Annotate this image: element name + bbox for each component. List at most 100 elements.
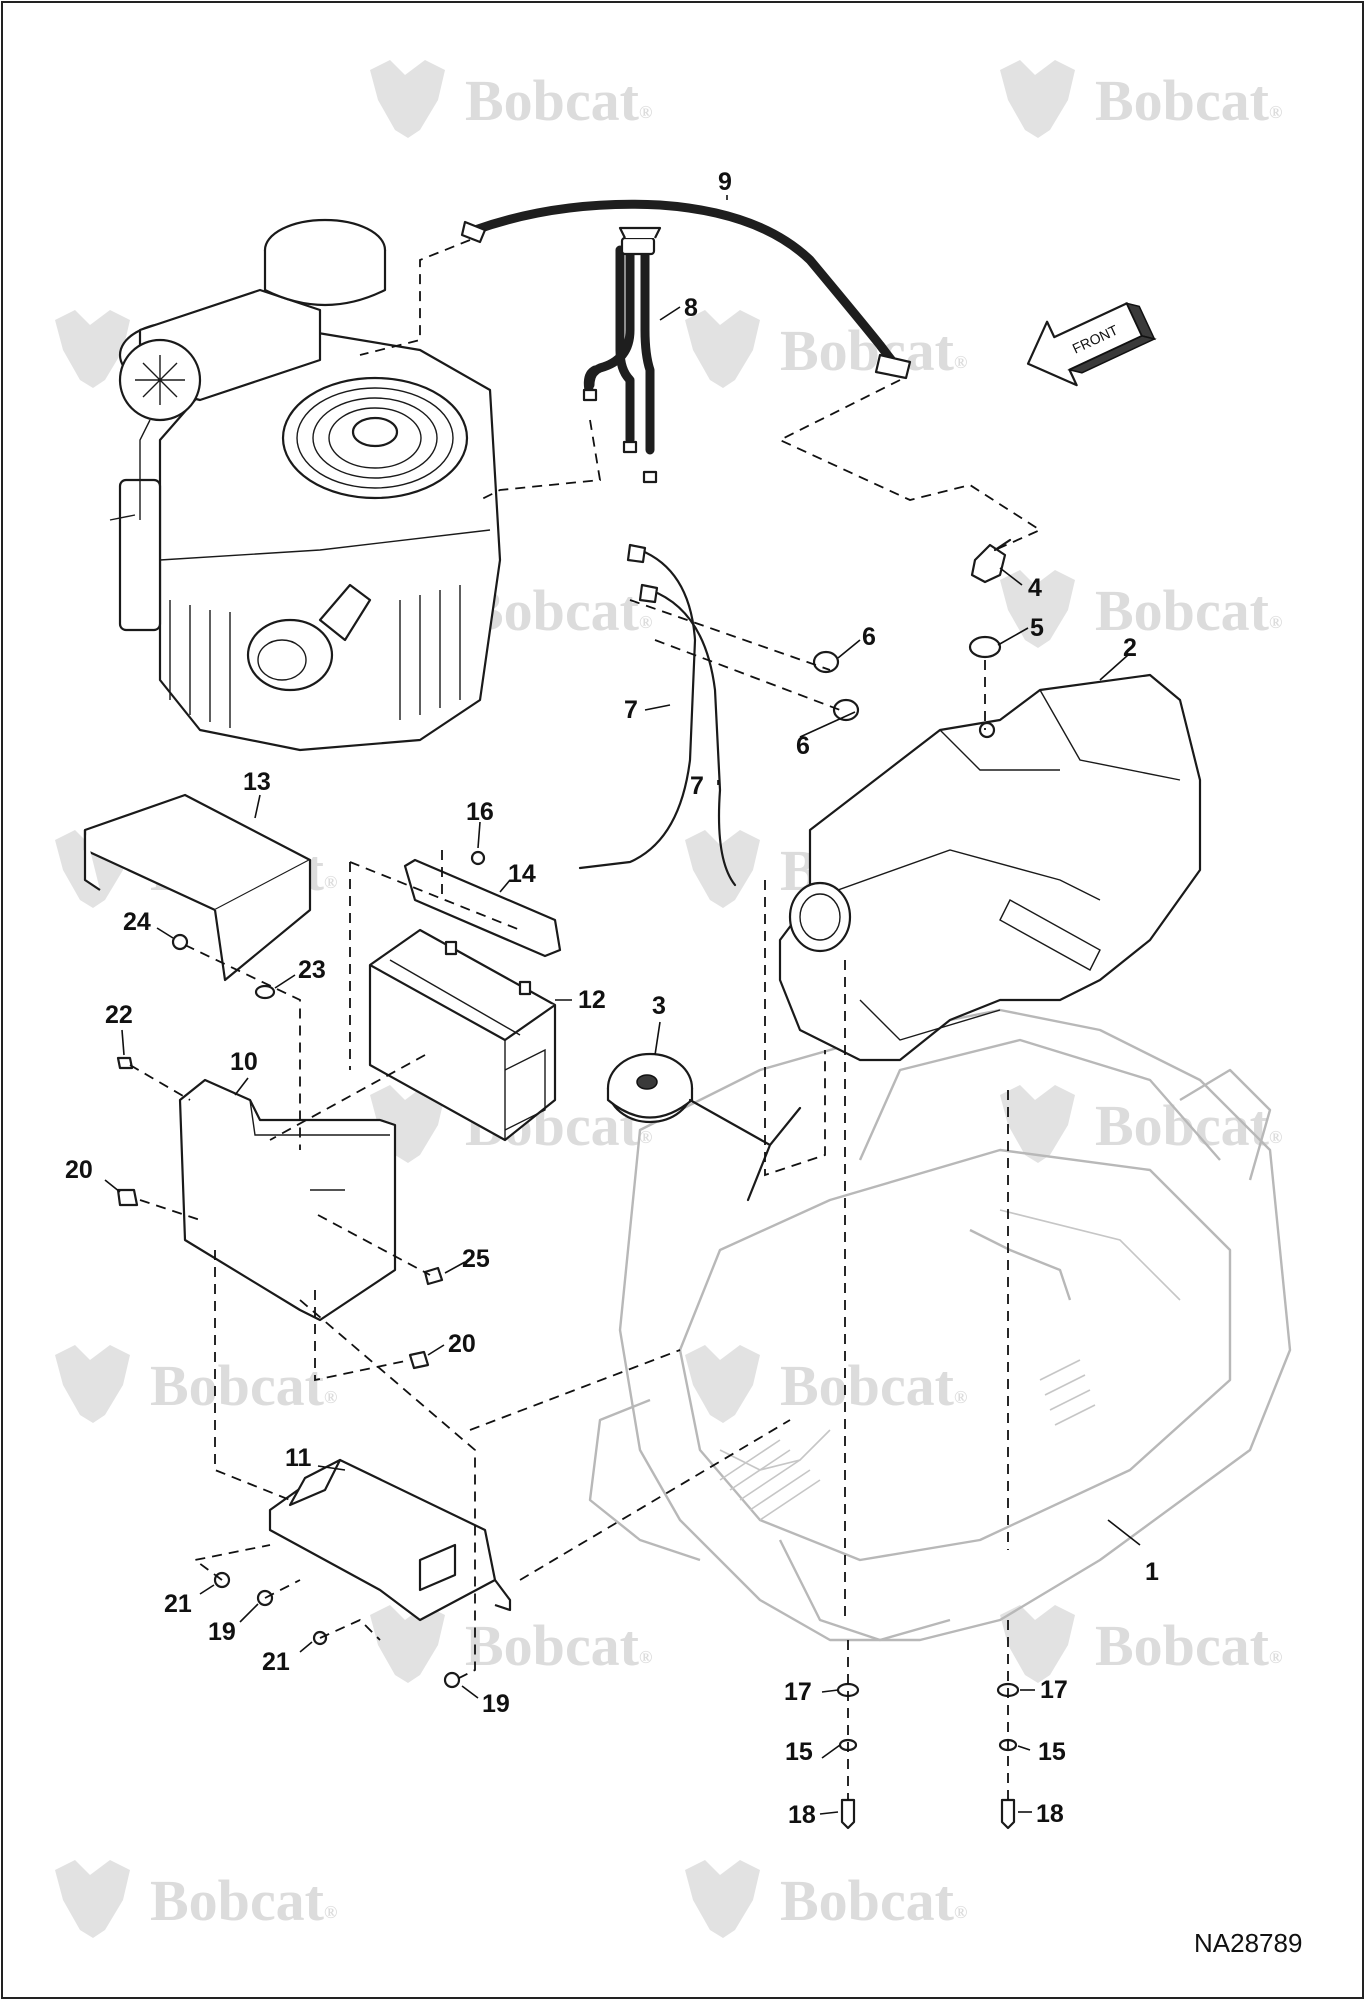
svg-text:Bobcat®: Bobcat® [150, 1353, 337, 1418]
svg-text:Bobcat®: Bobcat® [780, 1868, 967, 1933]
bolt-18-right [1000, 1798, 1016, 1830]
watermark-registered-mark: ® [1269, 1647, 1282, 1667]
callout-7a: 7 [624, 696, 638, 724]
bracket-14 [403, 858, 562, 958]
bolt-20-right [408, 1350, 430, 1370]
svg-text:Bobcat®: Bobcat® [1095, 578, 1282, 643]
nut-16 [470, 850, 486, 866]
grommet-6-lower [832, 698, 860, 722]
watermark-registered-mark: ® [324, 1902, 337, 1922]
hardware [116, 850, 1020, 1830]
frame-slots [719, 1359, 1096, 1521]
callout-labels: 1 2 3 4 5 6 6 7 7 8 9 10 11 12 13 14 15 … [65, 168, 1159, 1829]
watermark-registered-mark: ® [954, 1387, 967, 1407]
watermark-registered-mark: ® [1269, 1127, 1282, 1147]
callout-15a: 15 [785, 1738, 813, 1766]
leader-lines [104, 195, 1141, 1815]
document-id: NA28789 [1194, 1928, 1302, 1958]
front-direction-arrow: FRONT [1026, 302, 1157, 387]
watermark-logo: Bobcat® [685, 1860, 967, 1938]
battery [368, 928, 557, 1142]
fuel-line-7 [578, 543, 737, 887]
callout-23: 23 [298, 956, 326, 984]
callout-16: 16 [466, 798, 494, 826]
svg-text:Bobcat®: Bobcat® [780, 318, 967, 383]
watermark-registered-mark: ® [1269, 102, 1282, 122]
callout-10: 10 [230, 1048, 258, 1076]
nut-24 [171, 933, 189, 951]
svg-text:Bobcat®: Bobcat® [465, 68, 652, 133]
callout-2: 2 [1123, 634, 1137, 662]
callout-9: 9 [718, 168, 732, 196]
watermark-logo: Bobcat® [370, 60, 652, 138]
svg-text:Bobcat®: Bobcat® [1095, 68, 1282, 133]
callout-17a: 17 [784, 1678, 812, 1706]
watermark-registered-mark: ® [639, 612, 652, 632]
watermark-logo: Bobcat® [1000, 1605, 1282, 1683]
watermark-logo: Bobcat® [685, 310, 967, 388]
watermark-registered-mark: ® [954, 352, 967, 372]
callout-19a: 19 [208, 1618, 236, 1646]
bolt-18-left [840, 1798, 856, 1830]
bolt-19-right [443, 1671, 461, 1689]
fuel-tank [778, 673, 1202, 1062]
callout-17b: 17 [1040, 1676, 1068, 1704]
callout-1: 1 [1145, 1558, 1159, 1586]
battery-tray [268, 1458, 512, 1622]
callout-18b: 18 [1036, 1800, 1064, 1828]
watermark-logo: Bobcat® [1000, 60, 1282, 138]
grommet-6-upper [812, 650, 840, 674]
callout-25: 25 [462, 1245, 490, 1273]
callout-21b: 21 [262, 1648, 290, 1676]
engine-assembly [109, 218, 502, 752]
bolt-20-left [116, 1188, 139, 1207]
callout-20a: 20 [65, 1156, 93, 1184]
svg-text:Bobcat®: Bobcat® [150, 1868, 337, 1933]
grommet-5 [968, 635, 1002, 659]
svg-text:Bobcat®: Bobcat® [1095, 1613, 1282, 1678]
watermark-logo: Bobcat® [55, 1860, 337, 1938]
watermark-logo: Bobcat® [1000, 1085, 1282, 1163]
watermark-registered-mark: ® [639, 1127, 652, 1147]
battery-cover [178, 1078, 397, 1322]
callout-8: 8 [684, 294, 698, 322]
callout-18a: 18 [788, 1801, 816, 1829]
engine-fins [169, 585, 461, 728]
callout-4: 4 [1028, 574, 1042, 602]
callout-7b: 7 [690, 772, 704, 800]
svg-text:Bobcat®: Bobcat® [465, 1613, 652, 1678]
callout-19b: 19 [482, 1690, 510, 1718]
callout-6a: 6 [862, 623, 876, 651]
heat-shield [83, 793, 312, 982]
assembly-lines [129, 239, 1042, 1800]
watermark-logo: Bobcat® [55, 1345, 337, 1423]
watermark-registered-mark: ® [639, 1647, 652, 1667]
callout-21a: 21 [164, 1590, 192, 1618]
fuel-cap [606, 1052, 802, 1202]
bolt-25 [423, 1266, 444, 1286]
callout-15b: 15 [1038, 1738, 1066, 1766]
callout-14: 14 [508, 860, 536, 888]
callout-11: 11 [285, 1444, 312, 1472]
watermark-registered-mark: ® [324, 1387, 337, 1407]
callout-3: 3 [652, 992, 666, 1020]
watermark-registered-mark: ® [954, 1902, 967, 1922]
watermark-registered-mark: ® [639, 102, 652, 122]
bolt-22 [116, 1056, 134, 1070]
callout-20b: 20 [448, 1330, 476, 1358]
washer-23 [254, 984, 276, 1000]
callout-22: 22 [105, 1001, 133, 1029]
svg-text:Bobcat®: Bobcat® [780, 1353, 967, 1418]
callout-5: 5 [1030, 614, 1044, 642]
watermark-logo: Bobcat® [370, 1605, 652, 1683]
callout-24: 24 [123, 908, 151, 936]
watermark-registered-mark: ® [324, 872, 337, 892]
callout-6b: 6 [796, 732, 810, 760]
callout-12: 12 [578, 986, 606, 1014]
fuel-hose-assembly-8 [582, 226, 662, 484]
watermark-registered-mark: ® [1269, 612, 1282, 632]
oil-filter [246, 618, 334, 692]
watermark-logo: Bobcat® [1000, 570, 1282, 648]
